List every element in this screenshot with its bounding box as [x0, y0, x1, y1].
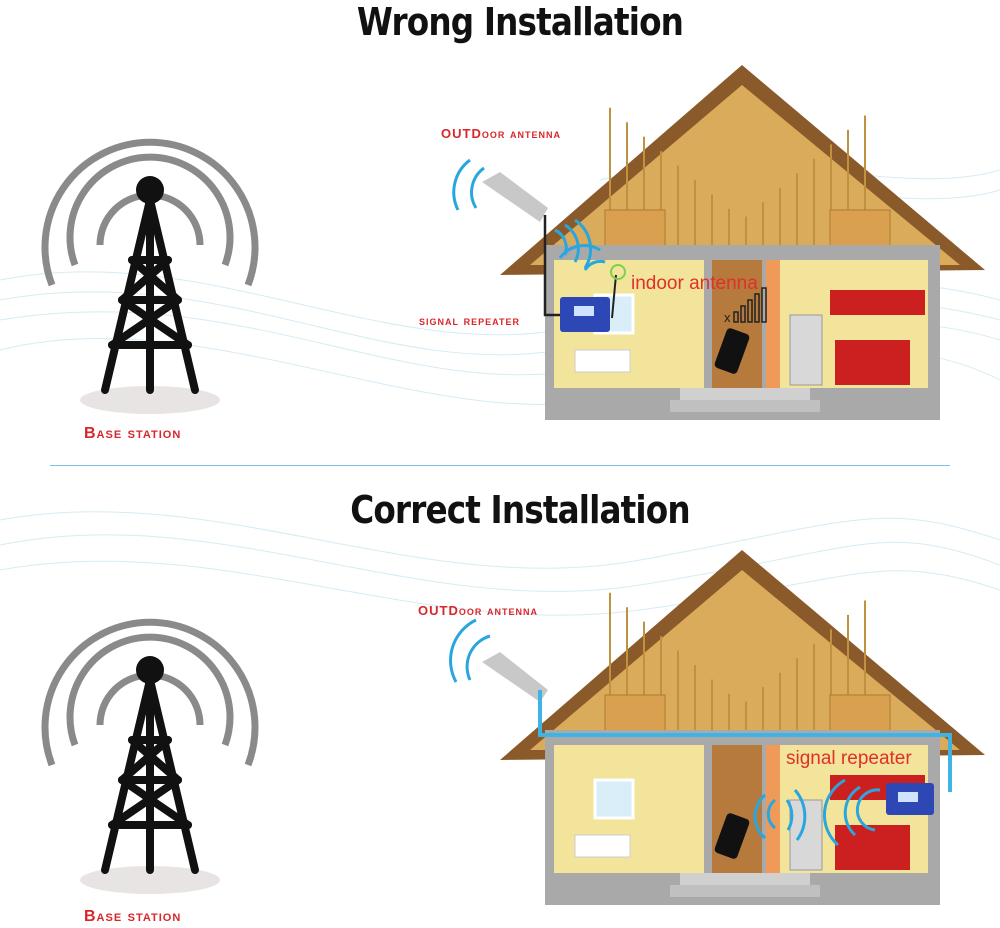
indoor-antenna-icon: [610, 264, 626, 280]
tower-icon: [41, 138, 259, 414]
weak-signal-bars-icon: x: [724, 287, 767, 325]
base-station-tower-top: [40, 85, 260, 415]
cable: [543, 215, 560, 317]
base-station-label-bottom: Base station: [84, 908, 182, 925]
indoor-antenna-label: indoor antenna: [631, 273, 758, 294]
section-divider: [50, 465, 950, 466]
signal-repeater-label-bottom: signal repeater: [786, 748, 912, 769]
phone-icon: [714, 813, 750, 859]
phone-icon: [714, 328, 750, 374]
signal-repeater-label-top: signal repeater: [419, 313, 520, 328]
base-station-label-top: Base station: [84, 425, 182, 442]
outdoor-antenna-label-bottom: OUTDoor antenna: [418, 603, 538, 618]
correct-installation-title: Correct Installation: [350, 488, 690, 532]
tower-icon: [41, 618, 259, 894]
base-station-tower-bottom: [40, 565, 260, 895]
outdoor-antenna-label-top: OUTDoor antenna: [441, 126, 561, 141]
wrong-installation-title: Wrong Installation: [356, 0, 684, 44]
outdoor-antenna-icon: [482, 652, 548, 702]
cable: [538, 690, 952, 792]
svg-text:x: x: [724, 310, 731, 325]
outdoor-antenna-icon: [482, 172, 548, 222]
